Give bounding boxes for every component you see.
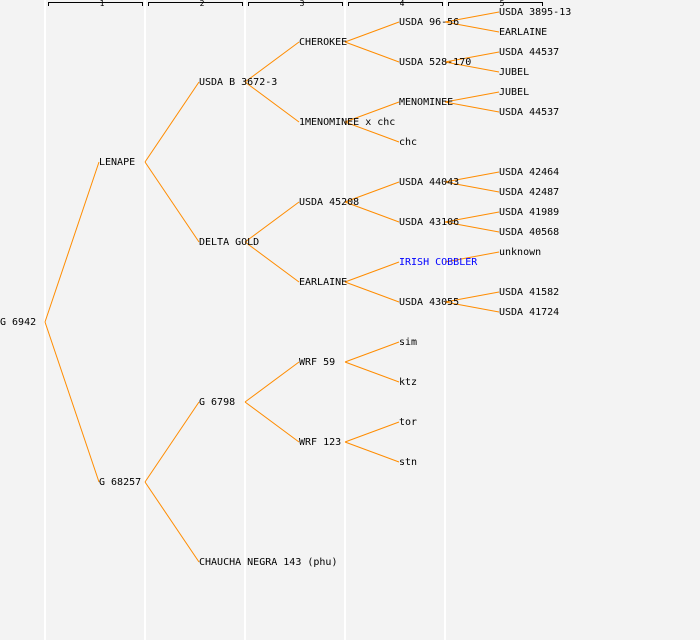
pedigree-node[interactable]: 1MENOMINEE x chc	[299, 117, 396, 128]
parent-edge	[44, 161, 100, 323]
pedigree-node[interactable]: DELTA GOLD	[199, 237, 260, 248]
pedigree-node[interactable]: USDA 44537	[499, 107, 560, 118]
pedigree-node[interactable]: USDA 43055	[399, 297, 460, 308]
column-divider	[244, 0, 246, 640]
pedigree-node[interactable]: IRISH COBBLER	[399, 257, 478, 268]
generation-bracket	[148, 2, 243, 6]
parent-edge	[444, 11, 500, 23]
parent-edge	[44, 321, 100, 483]
parent-edge	[444, 101, 500, 113]
parent-edge	[444, 61, 500, 73]
generation-bracket	[448, 2, 543, 6]
pedigree-node[interactable]: chc	[399, 137, 418, 148]
pedigree-node[interactable]: unknown	[499, 247, 542, 258]
parent-edge	[144, 81, 200, 163]
pedigree-node[interactable]: USDA 96-56	[399, 17, 460, 28]
pedigree-node[interactable]: LENAPE	[99, 157, 136, 168]
parent-edge	[444, 171, 500, 183]
pedigree-node[interactable]: USDA 528-170	[399, 57, 472, 68]
pedigree-node[interactable]: USDA B 3672-3	[199, 77, 278, 88]
generation-number: 4	[399, 0, 405, 8]
parent-edge	[344, 101, 400, 123]
parent-edge	[244, 81, 300, 123]
parent-edge	[144, 481, 200, 563]
root-node[interactable]: G 6942	[0, 317, 37, 328]
pedigree-node[interactable]: sim	[399, 337, 418, 348]
parent-edge	[444, 181, 500, 193]
pedigree-node[interactable]: USDA 44043	[399, 177, 460, 188]
pedigree-node[interactable]: USDA 42487	[499, 187, 560, 198]
pedigree-node[interactable]: USDA 44537	[499, 47, 560, 58]
parent-edge	[244, 41, 300, 83]
parent-edge	[444, 291, 500, 303]
column-divider	[144, 0, 146, 640]
parent-edge	[244, 201, 300, 243]
parent-edge	[244, 361, 300, 403]
parent-edge	[344, 341, 400, 363]
generation-number: 3	[299, 0, 305, 8]
pedigree-node[interactable]: stn	[399, 457, 418, 468]
parent-edge	[444, 21, 500, 33]
parent-edge	[244, 401, 300, 443]
pedigree-node[interactable]: CHEROKEE	[299, 37, 348, 48]
generation-number: 5	[499, 0, 505, 8]
pedigree-node[interactable]: ktz	[399, 377, 418, 388]
pedigree-node[interactable]: EARLAINE	[299, 277, 348, 288]
parent-edge	[444, 91, 500, 103]
pedigree-node[interactable]: USDA 3895-13	[499, 7, 572, 18]
pedigree-node[interactable]: WRF 59	[299, 357, 336, 368]
pedigree-node[interactable]: G 6798	[199, 397, 236, 408]
parent-edge	[344, 361, 400, 383]
pedigree-node[interactable]: USDA 41582	[499, 287, 560, 298]
generation-bracket	[248, 2, 343, 6]
parent-edge	[344, 261, 400, 283]
generation-bracket	[348, 2, 443, 6]
pedigree-node[interactable]: tor	[399, 417, 418, 428]
parent-edge	[444, 51, 500, 63]
pedigree-node[interactable]: JUBEL	[499, 67, 530, 78]
generation-bracket	[48, 2, 143, 6]
pedigree-node[interactable]: MENOMINEE	[399, 97, 454, 108]
pedigree-node[interactable]: USDA 40568	[499, 227, 560, 238]
pedigree-node[interactable]: USDA 41724	[499, 307, 560, 318]
column-divider	[444, 0, 446, 640]
pedigree-node[interactable]: G 68257	[99, 477, 142, 488]
parent-edge	[444, 251, 500, 263]
parent-edge	[344, 21, 400, 43]
parent-edge	[244, 241, 300, 283]
pedigree-node[interactable]: JUBEL	[499, 87, 530, 98]
parent-edge	[444, 221, 500, 233]
pedigree-node[interactable]: EARLAINE	[499, 27, 548, 38]
pedigree-node[interactable]: USDA 45208	[299, 197, 360, 208]
generation-number: 1	[99, 0, 105, 8]
column-divider	[344, 0, 346, 640]
generation-number: 2	[199, 0, 205, 8]
parent-edge	[344, 421, 400, 443]
pedigree-node[interactable]: CHAUCHA NEGRA 143 (phu)	[199, 557, 338, 568]
column-divider	[44, 0, 46, 640]
parent-edge	[344, 281, 400, 303]
parent-edge	[144, 161, 200, 243]
parent-edge	[144, 401, 200, 483]
parent-edge	[344, 121, 400, 143]
parent-edge	[344, 41, 400, 63]
parent-edge	[344, 201, 400, 223]
pedigree-node[interactable]: USDA 41989	[499, 207, 560, 218]
parent-edge	[444, 211, 500, 223]
pedigree-node[interactable]: WRF 123	[299, 437, 342, 448]
pedigree-node[interactable]: USDA 42464	[499, 167, 560, 178]
parent-edge	[344, 441, 400, 463]
pedigree-node[interactable]: USDA 43106	[399, 217, 460, 228]
parent-edge	[444, 301, 500, 313]
parent-edge	[344, 181, 400, 203]
